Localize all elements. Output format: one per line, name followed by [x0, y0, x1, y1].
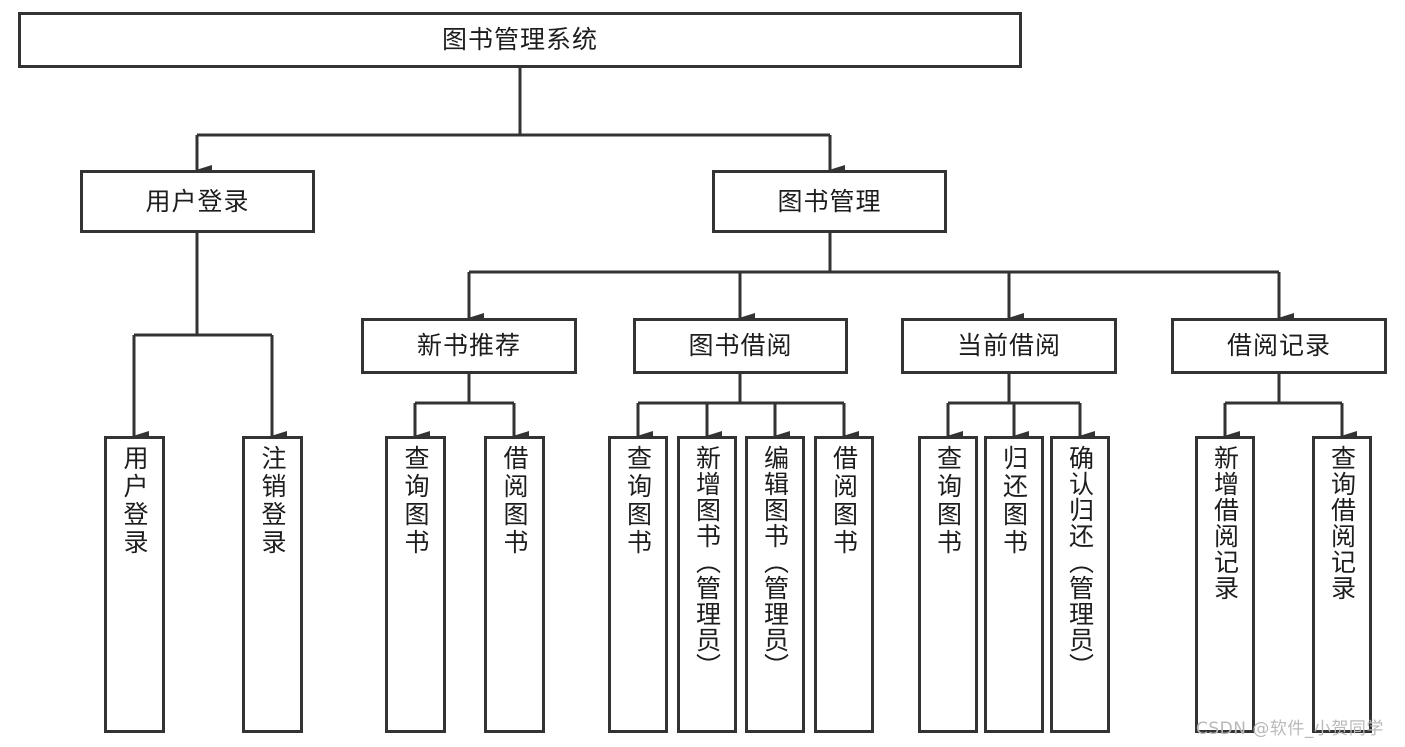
node-label: 图书管理	[777, 186, 882, 216]
node-leaf-borrow-book-recommend[interactable]: 借阅图书	[484, 436, 545, 733]
node-user-login[interactable]: 用户登录	[80, 170, 315, 233]
node-label: 查询图书	[623, 445, 653, 557]
node-borrow-record[interactable]: 借阅记录	[1171, 318, 1387, 374]
node-label: 注销登录	[258, 445, 287, 557]
node-label: 归还图书	[999, 445, 1029, 557]
node-leaf-query-book-recommend[interactable]: 查询图书	[385, 436, 446, 733]
node-leaf-query-book-borrow[interactable]: 查询图书	[608, 436, 668, 733]
node-new-book-recommend[interactable]: 新书推荐	[361, 318, 577, 374]
node-leaf-return-book[interactable]: 归还图书	[984, 436, 1044, 733]
node-label: 用户登录	[145, 186, 250, 216]
node-label: 借阅记录	[1226, 331, 1331, 360]
node-book-management[interactable]: 图书管理	[712, 170, 947, 233]
node-leaf-edit-book[interactable]: 编辑图书（管理员）	[745, 436, 805, 733]
node-label: 用户登录	[120, 445, 149, 557]
node-leaf-confirm-return[interactable]: 确认归还（管理员）	[1050, 436, 1110, 733]
node-leaf-user-login[interactable]: 用户登录	[104, 436, 165, 733]
node-book-borrow[interactable]: 图书借阅	[633, 318, 848, 374]
node-leaf-logout[interactable]: 注销登录	[242, 436, 303, 733]
node-leaf-borrow-book[interactable]: 借阅图书	[814, 436, 874, 733]
node-root-system[interactable]: 图书管理系统	[18, 12, 1022, 68]
node-label: 编辑图书（管理员）	[760, 445, 790, 679]
node-leaf-add-borrow-record[interactable]: 新增借阅记录	[1195, 436, 1255, 733]
watermark-csdn: CSDN @软件_小贺同学	[1196, 719, 1384, 739]
node-label: 图书借阅	[688, 331, 793, 360]
node-current-borrow[interactable]: 当前借阅	[901, 318, 1117, 374]
node-label: 查询图书	[933, 445, 963, 557]
node-label: 图书管理系统	[441, 25, 598, 54]
node-label: 借阅图书	[829, 445, 859, 557]
node-label: 当前借阅	[956, 331, 1061, 360]
node-label: 新增借阅记录	[1210, 445, 1240, 601]
node-label: 借阅图书	[500, 445, 529, 557]
node-label: 新增图书（管理员）	[692, 445, 722, 679]
node-label: 新书推荐	[416, 331, 521, 360]
node-label: 确认归还（管理员）	[1065, 445, 1095, 679]
node-leaf-query-book-current[interactable]: 查询图书	[918, 436, 978, 733]
node-label: 查询借阅记录	[1327, 445, 1357, 601]
node-label: 查询图书	[401, 445, 430, 557]
node-leaf-query-borrow-record[interactable]: 查询借阅记录	[1312, 436, 1372, 733]
node-leaf-add-book[interactable]: 新增图书（管理员）	[677, 436, 737, 733]
